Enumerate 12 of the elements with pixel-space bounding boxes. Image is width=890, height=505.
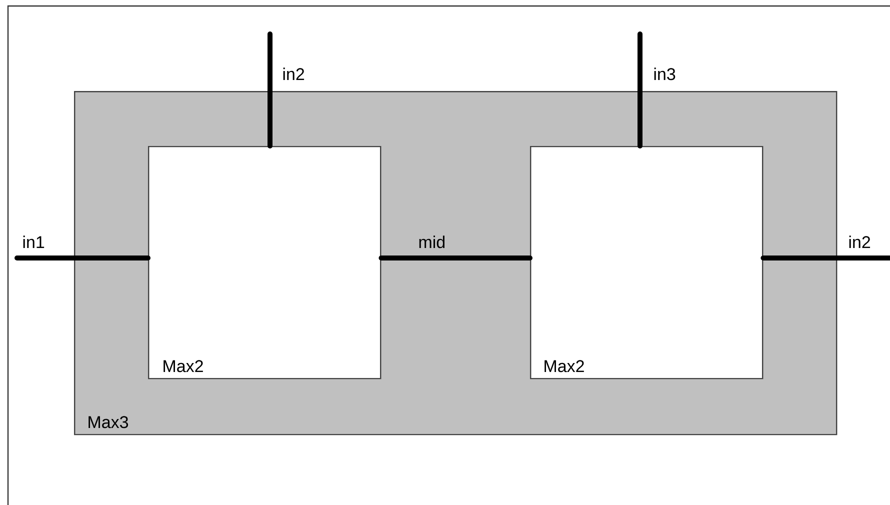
wire	[268, 32, 272, 148]
block-box: Max2	[530, 146, 764, 380]
wire	[378, 256, 532, 260]
wire	[14, 256, 150, 260]
wire-label: mid	[419, 236, 444, 248]
wire	[760, 256, 890, 260]
wire-label: in3	[654, 68, 676, 80]
block-box: Max2	[148, 146, 382, 380]
wire-label: in1	[23, 236, 44, 248]
wire-label: in2	[849, 236, 870, 248]
wire-label: in2	[283, 68, 304, 80]
wire	[638, 32, 642, 148]
